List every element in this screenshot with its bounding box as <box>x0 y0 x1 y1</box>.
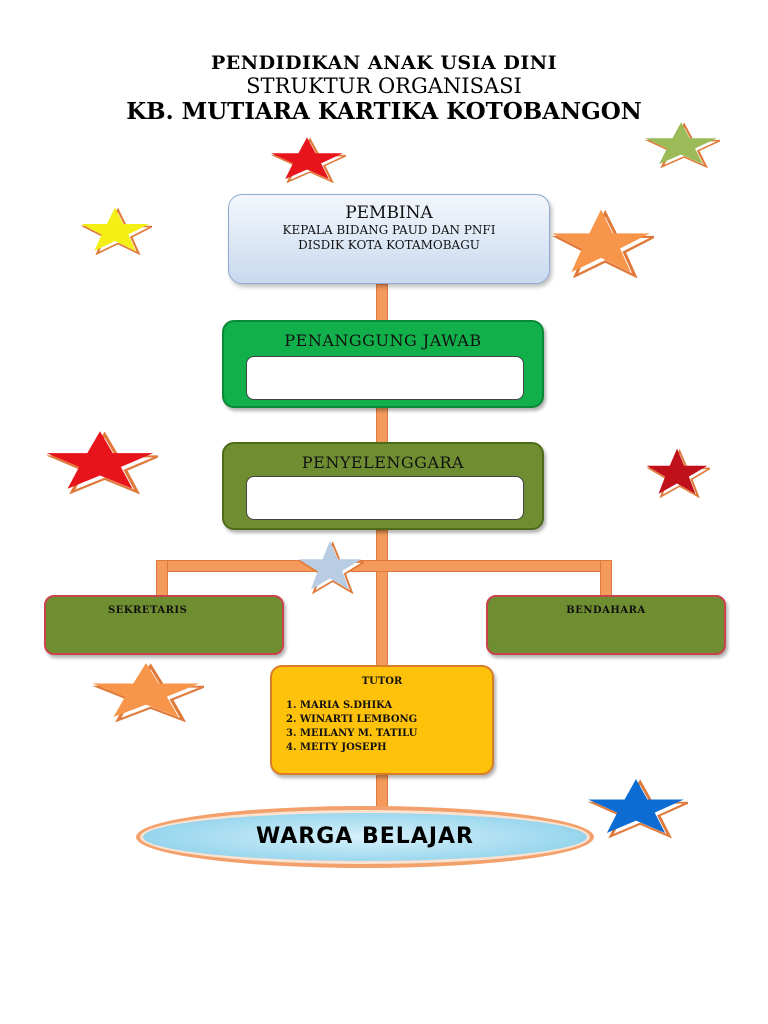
penanggung-jawab-value <box>246 356 524 400</box>
star-icon <box>551 209 654 278</box>
penyelenggara-box: PENYELENGGARA <box>222 442 544 530</box>
pembina-line-1: KEPALA BIDANG PAUD DAN PNFI <box>282 223 496 237</box>
tutor-member: 3. MEILANY M. TATILU <box>286 728 418 739</box>
penyelenggara-title: PENYELENGGARA <box>301 453 465 472</box>
connector-horizontal-bar <box>156 560 612 572</box>
header-line-3: KB. MUTIARA KARTIKA KOTOBANGON <box>126 98 642 125</box>
warga-belajar-title: WARGA BELAJAR <box>256 824 474 849</box>
tutor-list: 1. MARIA S.DHIKA 2. WINARTI LEMBONG 3. M… <box>272 699 492 755</box>
penanggung-jawab-box: PENANGGUNG JAWAB <box>222 320 544 408</box>
star-icon <box>46 431 158 494</box>
pembina-title: PEMBINA <box>345 203 433 223</box>
bendahara-box: BENDAHARA <box>486 595 726 655</box>
header-line-2: STRUKTUR ORGANISASI <box>246 74 522 98</box>
connector-right-drop <box>600 560 612 597</box>
tutor-member: 4. MEITY JOSEPH <box>286 742 387 753</box>
star-icon <box>92 663 204 722</box>
star-icon <box>298 540 364 594</box>
sekretaris-box: SEKRETARIS <box>44 595 284 655</box>
connector-pj-py <box>376 407 388 444</box>
star-icon <box>644 122 720 168</box>
star-icon <box>646 448 710 498</box>
bendahara-title: BENDAHARA <box>566 605 646 616</box>
sekretaris-title: SEKRETARIS <box>108 605 188 616</box>
pembina-box: PEMBINA KEPALA BIDANG PAUD DAN PNFI DISD… <box>228 194 550 284</box>
tutor-member: 2. WINARTI LEMBONG <box>286 714 418 725</box>
tutor-title: TUTOR <box>361 676 403 687</box>
penanggung-jawab-title: PENANGGUNG JAWAB <box>284 331 482 350</box>
star-icon <box>587 779 688 838</box>
header-line-1: PENDIDIKAN ANAK USIA DINI <box>211 52 557 74</box>
tutor-box: TUTOR 1. MARIA S.DHIKA 2. WINARTI LEMBON… <box>270 665 494 775</box>
connector-left-drop <box>156 560 168 597</box>
star-icon <box>270 137 346 183</box>
connector-pembina-pj <box>376 284 388 322</box>
warga-belajar-ellipse: WARGA BELAJAR <box>136 806 594 868</box>
tutor-member: 1. MARIA S.DHIKA <box>286 700 393 711</box>
penyelenggara-value <box>246 476 524 520</box>
pembina-line-2: DISDIK KOTA KOTAMOBAGU <box>298 238 480 252</box>
star-icon <box>80 207 152 255</box>
